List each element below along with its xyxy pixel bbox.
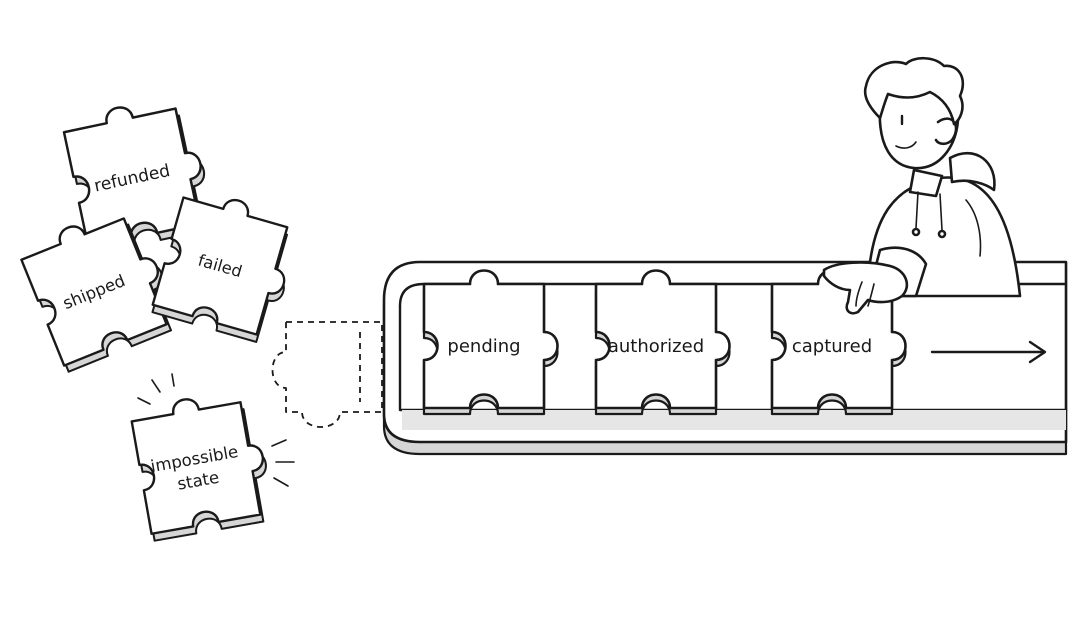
piece-captured: captured: [770, 269, 907, 416]
person-illustration: [822, 56, 1022, 315]
piece-pending: pending: [422, 269, 559, 416]
piece-failed: failed: [151, 184, 304, 347]
piece-impossible-state: impossible state: [128, 386, 277, 542]
empty-slot-outline: [271, 321, 383, 428]
arrow-right-icon: [930, 340, 1047, 364]
piece-shipped: shipped: [15, 201, 184, 373]
piece-authorized: authorized: [594, 269, 731, 416]
piece-captured-label: captured: [792, 336, 872, 357]
piece-pending-label: pending: [447, 336, 520, 357]
sparkle-lines-icon: [137, 373, 295, 487]
piece-refunded: refunded: [60, 92, 218, 256]
piece-authorized-label: authorized: [608, 336, 704, 357]
